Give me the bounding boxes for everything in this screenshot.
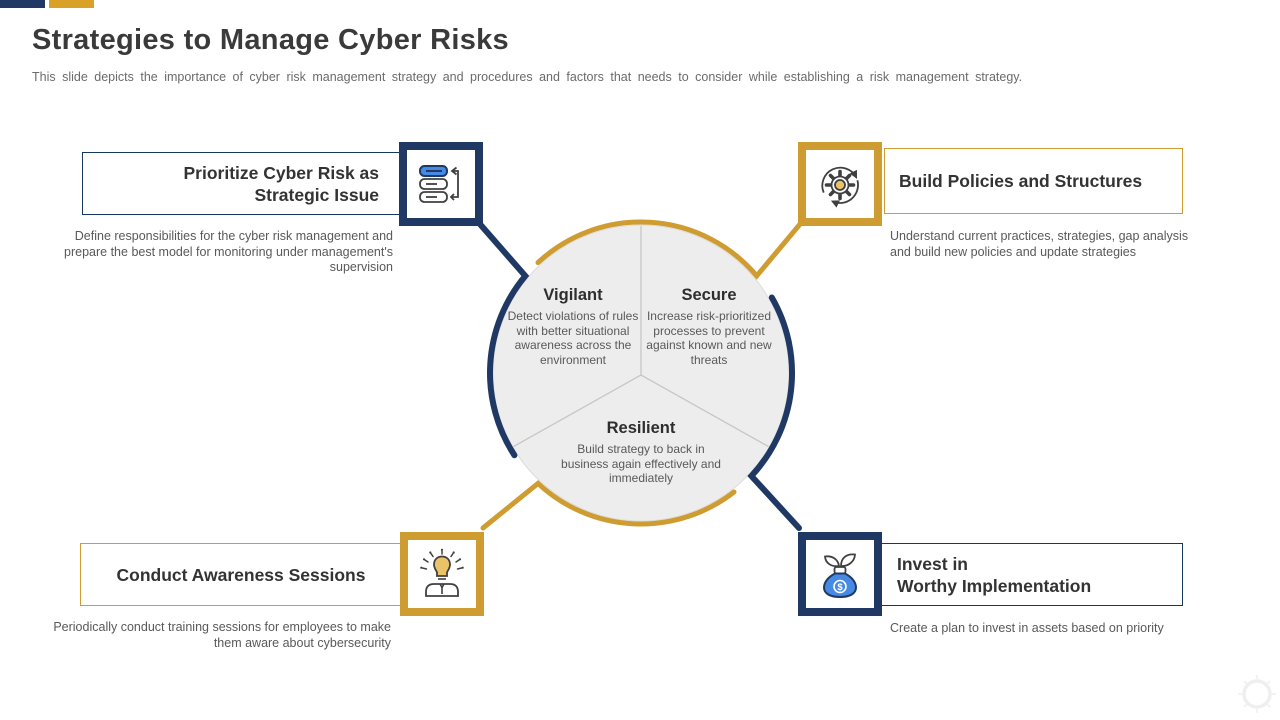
page-subtitle: This slide depicts the importance of cyb… [32, 70, 1023, 84]
segment-title: Vigilant [543, 286, 603, 304]
icon-box-policies [798, 142, 882, 226]
idea-person-icon [420, 548, 464, 597]
connector-top-right-gold [535, 219, 804, 280]
connector-bottom-left-gold [480, 480, 737, 531]
segment-description: Detect violations of rules with better s… [507, 309, 639, 367]
card-title: Prioritize Cyber Risk as Strategic Issue [183, 162, 380, 205]
icon-box-prioritize [399, 142, 483, 226]
segment-description: Increase risk-prioritized processes to p… [646, 309, 772, 367]
card-description-awareness: Periodically conduct training sessions f… [53, 620, 391, 650]
card-title-box-invest: Invest in Worthy Implementation [880, 543, 1183, 606]
task-list-cycle-icon [419, 165, 459, 203]
segment-description: Build strategy to back in business again… [561, 442, 721, 486]
accent-bar-navy [0, 0, 45, 8]
card-title-box-awareness: Conduct Awareness Sessions [80, 543, 402, 606]
card-title: Conduct Awareness Sessions [116, 564, 366, 585]
wheel-divider-lines [513, 226, 769, 448]
corner-watermark-logo [1238, 675, 1276, 713]
card-title: Build Policies and Structures [899, 171, 1143, 191]
icon-box-invest: $ [798, 532, 882, 616]
dollar-glyph: $ [837, 582, 843, 593]
connector-bottom-right-navy [747, 294, 802, 531]
gear-cycle-icon [821, 166, 859, 208]
card-description-prioritize: Define responsibilities for the cyber ri… [64, 229, 393, 275]
page-title: Strategies to Manage Cyber Risks [32, 24, 509, 56]
connector-top-left-navy [476, 220, 530, 459]
card-title: Invest in Worthy Implementation [897, 553, 1092, 596]
card-title-box-prioritize: Prioritize Cyber Risk as Strategic Issue [82, 152, 400, 215]
card-description-policies: Understand current practices, strategies… [890, 229, 1189, 259]
accent-bar-gold [49, 0, 94, 8]
segment-title: Secure [681, 286, 737, 304]
icon-box-awareness [400, 532, 484, 616]
card-description-invest: Create a plan to invest in assets based … [890, 621, 1164, 635]
card-title-box-policies: Build Policies and Structures [884, 148, 1183, 214]
segment-title: Resilient [606, 419, 676, 437]
wheel-segment-secure: Secure Increase risk-prioritized process… [638, 286, 780, 367]
wheel-segment-vigilant: Vigilant Detect violations of rules with… [499, 286, 647, 367]
money-bag-icon: $ [822, 553, 858, 599]
wheel-segment-resilient: Resilient Build strategy to back in busi… [561, 419, 721, 486]
